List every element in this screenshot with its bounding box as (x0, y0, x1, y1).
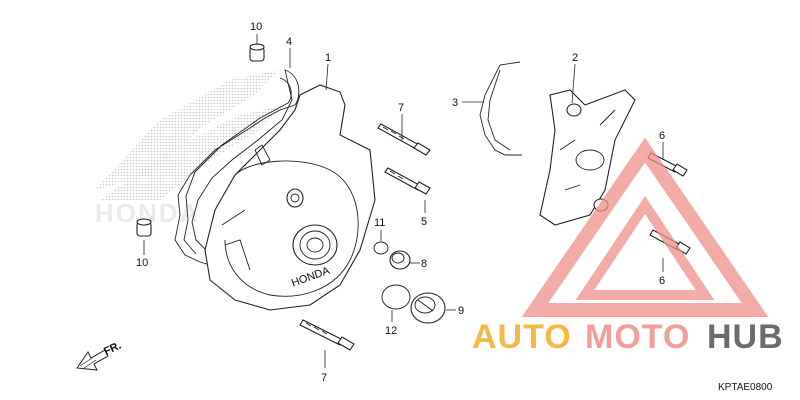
plug-cap-part-9 (410, 292, 446, 324)
guide-plate-part-3 (479, 61, 522, 156)
part-label-6-upper: 6 (659, 130, 665, 142)
part-label-8: 8 (421, 258, 427, 270)
part-label-9: 9 (458, 305, 464, 317)
bolt-lower-part-7 (299, 319, 355, 351)
part-label-4: 4 (286, 36, 292, 48)
honda-wing-watermark: HONDA (95, 70, 285, 228)
plug-cap-part-8 (389, 250, 411, 270)
sprocket-cover-part-2 (539, 89, 636, 226)
part-label-2: 2 (572, 52, 578, 64)
front-arrow-label: FR. (102, 340, 123, 358)
part-label-3: 3 (452, 97, 458, 109)
brand-text-hub: HUB (707, 318, 784, 356)
gasket-part-4 (174, 69, 300, 266)
bolt-upper-part-7 (377, 123, 431, 156)
automotohub-triangle-logo (521, 137, 769, 317)
crankcase-cover-part-1: HONDA (204, 84, 376, 311)
dowel-pin-lower-part-10 (136, 218, 152, 237)
leader-lines (143, 34, 664, 368)
brand-text-moto: MOTO (585, 318, 690, 356)
part-label-6-lower: 6 (659, 275, 665, 287)
brand-text-auto: AUTO (472, 318, 572, 356)
automotohub-brand: AUTO MOTO HUB (472, 318, 784, 356)
part-label-7-lower: 7 (321, 372, 327, 384)
part-label-7-upper: 7 (398, 102, 404, 114)
part-label-12: 12 (385, 325, 397, 337)
part-label-5: 5 (421, 216, 427, 228)
diagram-code: KPTAE0800 (718, 382, 773, 393)
part-label-10-lower: 10 (136, 257, 148, 269)
bolt-part-5 (384, 167, 431, 195)
o-ring-part-11 (373, 241, 389, 255)
o-ring-part-12 (381, 284, 411, 310)
part-label-11: 11 (374, 217, 385, 229)
part-label-1: 1 (325, 52, 331, 64)
front-direction-arrow: FR. (76, 340, 123, 371)
dowel-pin-upper-part-10 (249, 43, 265, 62)
part-label-10-upper: 10 (250, 21, 262, 33)
